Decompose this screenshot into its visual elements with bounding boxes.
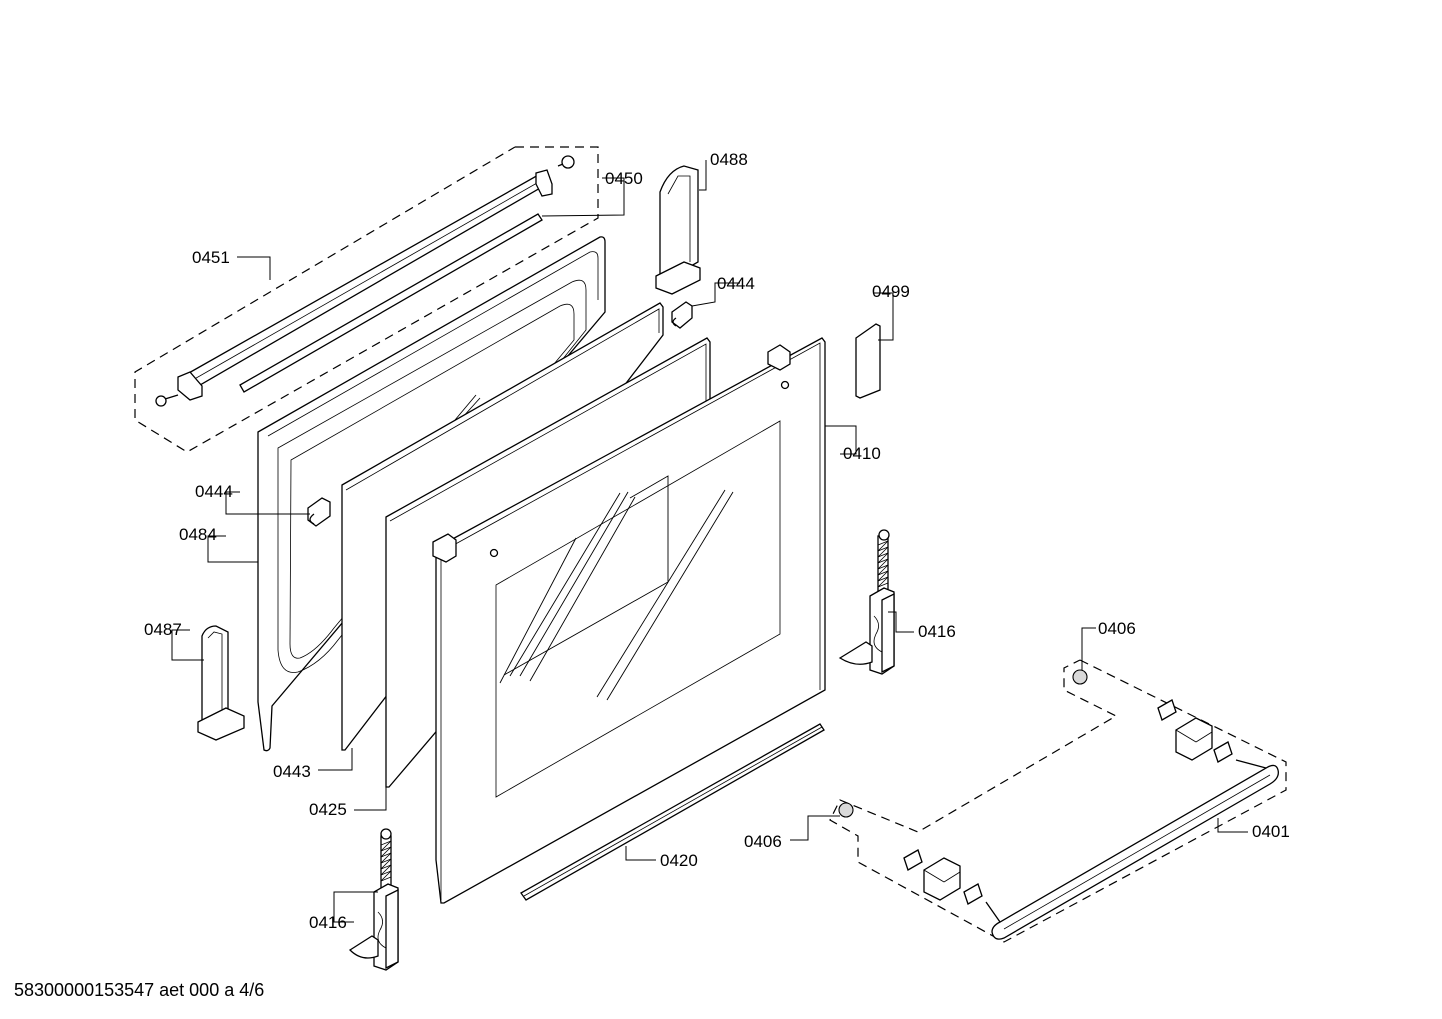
label-0420: 0420 — [660, 851, 698, 870]
label-0406-bottom: 0406 — [744, 832, 782, 851]
part-labels: 0451 0450 0488 0444 0499 0410 0444 0484 … — [144, 150, 1290, 932]
label-0401: 0401 — [1252, 822, 1290, 841]
screw-icon — [155, 394, 179, 407]
label-0484: 0484 — [179, 525, 217, 544]
clip-top — [671, 301, 693, 329]
top-trim-assembly — [134, 146, 599, 453]
label-0425: 0425 — [309, 800, 347, 819]
label-0488: 0488 — [710, 150, 748, 169]
handle-assembly — [829, 659, 1287, 943]
side-bracket-right — [655, 165, 701, 295]
side-bracket-left — [197, 625, 245, 741]
hinge-right — [838, 529, 895, 675]
label-0499: 0499 — [872, 282, 910, 301]
label-0450: 0450 — [605, 169, 643, 188]
label-0451: 0451 — [192, 248, 230, 267]
drawing-reference: 58300000153547 aet 000 a 4/6 — [14, 980, 265, 1000]
label-0487: 0487 — [144, 620, 182, 639]
leader-lines — [171, 160, 1248, 923]
label-0443: 0443 — [273, 762, 311, 781]
label-0416-right: 0416 — [918, 622, 956, 641]
bottom-strip — [520, 723, 825, 901]
outer-door-glass — [432, 337, 826, 904]
label-0410: 0410 — [843, 444, 881, 463]
seal-pad — [855, 323, 881, 399]
screw-icon — [557, 155, 575, 169]
label-0406-top: 0406 — [1098, 619, 1136, 638]
label-0416-bottom: 0416 — [309, 913, 347, 932]
hinge-left — [348, 828, 399, 971]
clip-left — [307, 497, 331, 527]
label-0444-top: 0444 — [717, 274, 755, 293]
label-0444-left: 0444 — [195, 482, 233, 501]
